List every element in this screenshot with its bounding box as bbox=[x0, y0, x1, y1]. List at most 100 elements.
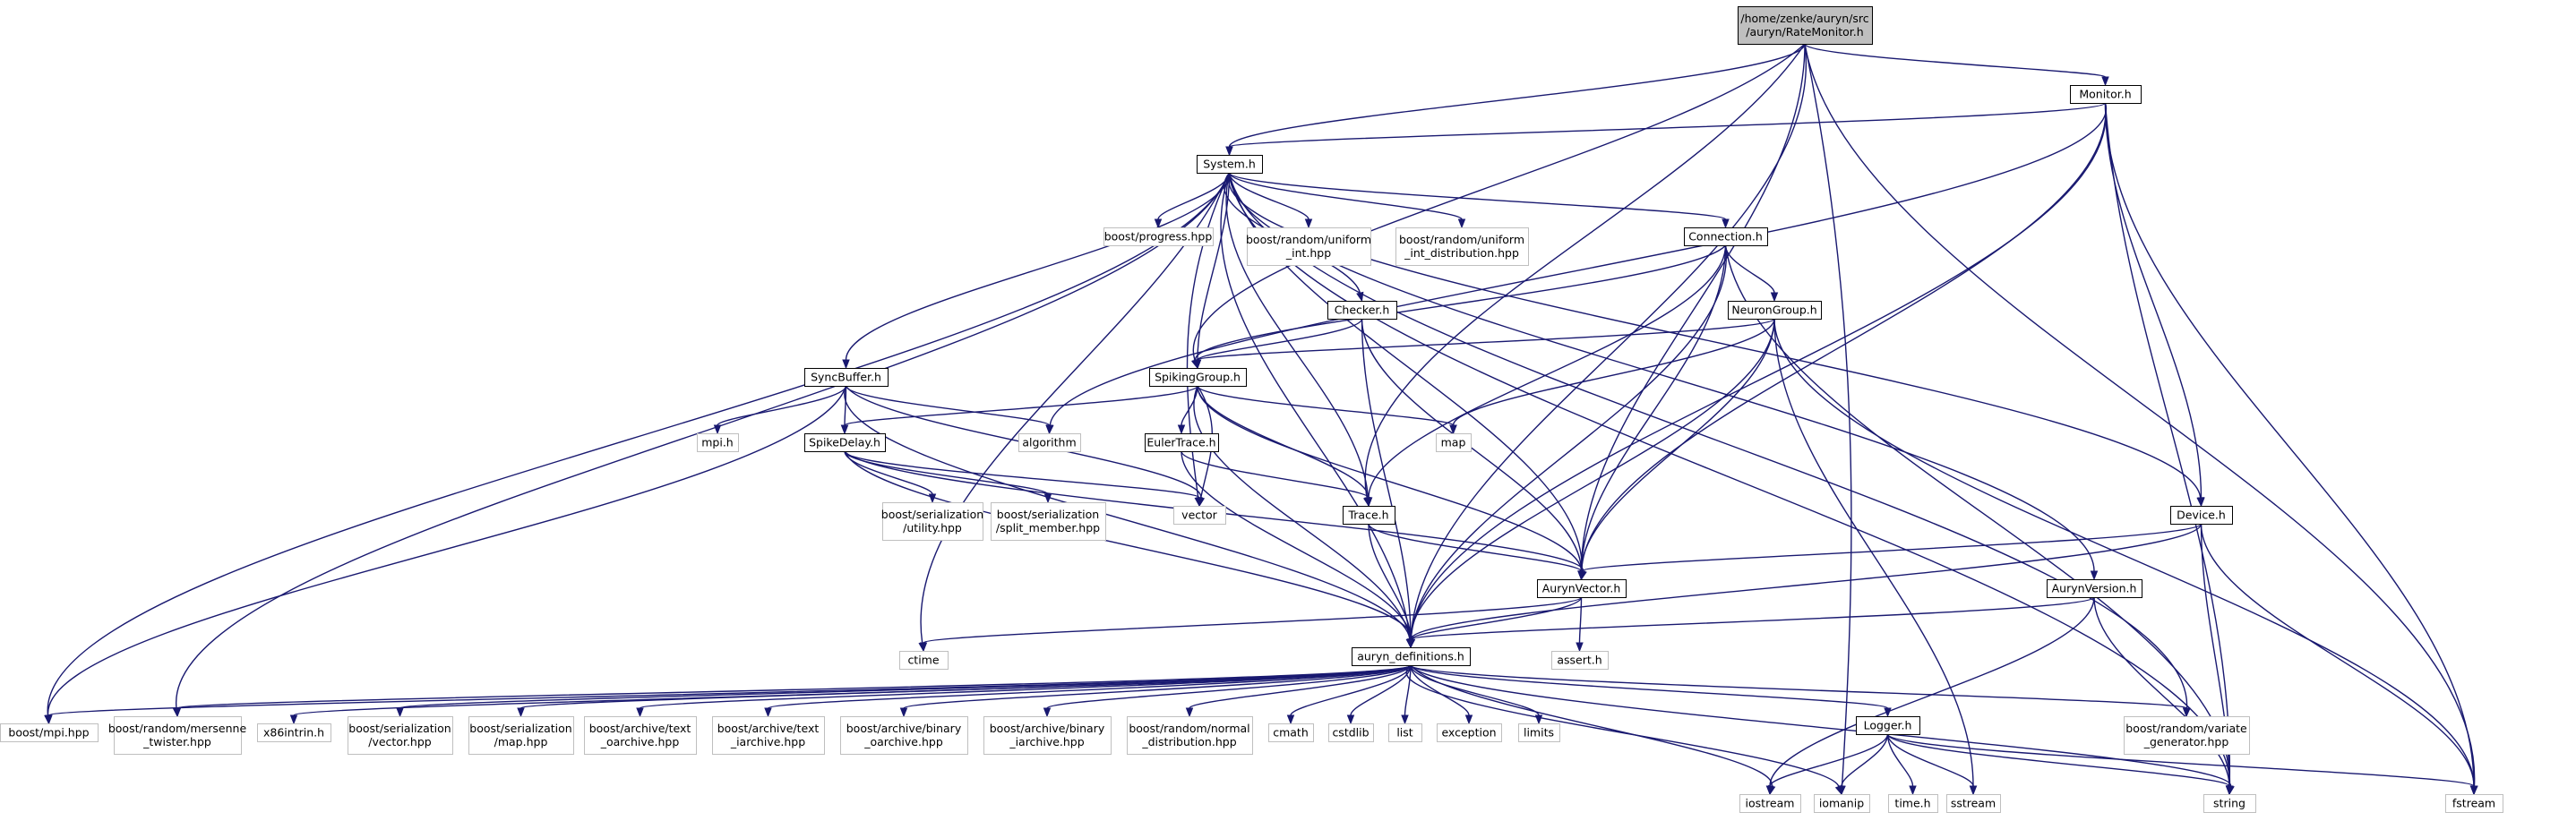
file-nodes: /home/zenke/auryn/src/auryn/RateMonitor.… bbox=[0, 6, 2503, 813]
node-box bbox=[991, 502, 1106, 541]
edge-spikinggroup_h-to-eulertrace_h bbox=[1177, 385, 1198, 435]
node-box bbox=[1437, 723, 1502, 742]
node-label: /vector.hpp bbox=[368, 735, 432, 748]
node-label: fstream bbox=[2452, 797, 2495, 810]
node-checker_h[interactable]: Checker.h bbox=[1327, 301, 1397, 320]
node-box bbox=[2124, 716, 2250, 755]
node-box bbox=[1343, 506, 1395, 525]
node-boost_normal: boost/random/normal_distribution.hpp bbox=[1127, 716, 1253, 755]
node-root[interactable]: /home/zenke/auryn/src/auryn/RateMonitor.… bbox=[1738, 6, 1873, 45]
node-boost_progress: boost/progress.hpp bbox=[1103, 227, 1214, 246]
edge-device_h-to-aurynvector_h bbox=[1577, 523, 2202, 581]
node-label: boost/archive/binary bbox=[990, 722, 1105, 735]
node-label: /split_member.hpp bbox=[996, 521, 1100, 535]
node-monitor_h[interactable]: Monitor.h bbox=[2070, 85, 2142, 104]
node-auryn_definitions_h[interactable]: auryn_definitions.h bbox=[1352, 647, 1471, 666]
node-aurynvector_h[interactable]: AurynVector.h bbox=[1537, 579, 1627, 598]
edge-system_h-to-syncbuffer_h bbox=[842, 172, 1231, 370]
node-label: AurynVersion.h bbox=[2052, 582, 2137, 595]
node-syncbuffer_h[interactable]: SyncBuffer.h bbox=[804, 368, 889, 387]
node-aurynversion_h[interactable]: AurynVersion.h bbox=[2047, 579, 2142, 598]
node-label: Trace.h bbox=[1347, 509, 1388, 522]
edge-syncbuffer_h-to-mpi_h bbox=[713, 385, 847, 435]
edge-monitor_h-to-system_h bbox=[1225, 102, 2107, 157]
node-box bbox=[2203, 794, 2256, 813]
node-label: AurynVector.h bbox=[1542, 582, 1621, 595]
node-system_h[interactable]: System.h bbox=[1197, 155, 1263, 174]
node-box bbox=[1145, 433, 1219, 452]
node-label: boost/random/mersenne bbox=[108, 722, 247, 735]
node-trace_h[interactable]: Trace.h bbox=[1343, 506, 1395, 525]
node-box bbox=[1352, 647, 1471, 666]
node-boost_text_oarchive: boost/archive/text_oarchive.hpp bbox=[584, 716, 697, 755]
node-label: boost/serialization bbox=[469, 722, 571, 735]
node-label: NeuronGroup.h bbox=[1731, 304, 1816, 317]
edge-spikinggroup_h-to-map bbox=[1197, 385, 1457, 435]
node-label: boost/random/variate bbox=[2125, 722, 2247, 735]
node-logger_h[interactable]: Logger.h bbox=[1856, 716, 1920, 735]
node-limits: limits bbox=[1518, 723, 1560, 742]
edge-auryn_definitions_h-to-boost_ser_map bbox=[517, 664, 1412, 718]
node-label: boost/serialization bbox=[348, 722, 451, 735]
node-box bbox=[1888, 794, 1938, 813]
node-box bbox=[2170, 506, 2233, 525]
node-box bbox=[712, 716, 825, 755]
node-box bbox=[1268, 723, 1314, 742]
node-boost_binary_oarchive: boost/archive/binary_oarchive.hpp bbox=[840, 716, 968, 755]
node-box bbox=[899, 651, 949, 670]
edge-auryn_definitions_h-to-boost_normal bbox=[1185, 664, 1412, 718]
node-label: x86intrin.h bbox=[263, 726, 324, 740]
edge-logger_h-to-fstream bbox=[1886, 733, 2478, 796]
node-label: boost/random/uniform bbox=[1246, 233, 1371, 246]
edge-logger_h-to-sstream bbox=[1886, 733, 1978, 796]
node-device_h[interactable]: Device.h bbox=[2170, 506, 2233, 525]
node-label: _iarchive.hpp bbox=[730, 735, 805, 748]
node-box bbox=[0, 723, 99, 742]
node-boost_mpi: boost/mpi.hpp bbox=[0, 723, 99, 742]
node-label: boost/random/uniform bbox=[1399, 233, 1524, 246]
node-boost_binary_iarchive: boost/archive/binary_iarchive.hpp bbox=[983, 716, 1112, 755]
node-label: limits bbox=[1524, 726, 1554, 740]
node-ctime: ctime bbox=[899, 651, 949, 670]
node-label: boost/progress.hpp bbox=[1104, 230, 1213, 244]
node-label: list bbox=[1396, 726, 1413, 740]
node-label: boost/mpi.hpp bbox=[8, 726, 89, 740]
node-label: auryn_definitions.h bbox=[1357, 650, 1464, 663]
node-connection_h[interactable]: Connection.h bbox=[1684, 227, 1768, 246]
node-box bbox=[1127, 716, 1253, 755]
node-label: System.h bbox=[1203, 158, 1256, 171]
node-label: _distribution.hpp bbox=[1141, 735, 1236, 748]
edge-auryn_definitions_h-to-boost_variate bbox=[1410, 664, 2191, 718]
node-time_h: time.h bbox=[1888, 794, 1938, 813]
edge-auryn_definitions_h-to-boost_binary_oarchive bbox=[899, 664, 1412, 718]
node-list: list bbox=[1388, 723, 1422, 742]
node-box bbox=[983, 716, 1112, 755]
node-vector: vector bbox=[1173, 506, 1226, 525]
node-eulertrace_h[interactable]: EulerTrace.h bbox=[1145, 433, 1219, 452]
node-label: _int.hpp bbox=[1285, 246, 1331, 260]
node-label: algorithm bbox=[1022, 436, 1076, 449]
node-box bbox=[348, 716, 453, 755]
node-neurongroup_h[interactable]: NeuronGroup.h bbox=[1728, 301, 1822, 320]
edge-logger_h-to-string bbox=[1886, 733, 2234, 796]
edge-auryn_definitions_h-to-list bbox=[1401, 664, 1412, 725]
node-box bbox=[257, 723, 331, 742]
edge-auryn_definitions_h-to-cmath bbox=[1286, 664, 1412, 725]
node-label: map bbox=[1441, 436, 1466, 449]
node-box bbox=[2070, 85, 2142, 104]
node-label: cmath bbox=[1273, 726, 1309, 740]
node-box bbox=[1436, 433, 1472, 452]
node-spikinggroup_h[interactable]: SpikingGroup.h bbox=[1149, 368, 1247, 387]
node-label: _iarchive.hpp bbox=[1009, 735, 1084, 748]
node-label: boost/archive/text bbox=[717, 722, 820, 735]
node-label: EulerTrace.h bbox=[1146, 436, 1215, 449]
node-box bbox=[584, 716, 697, 755]
node-label: time.h bbox=[1894, 797, 1930, 810]
node-label: iomanip bbox=[1819, 797, 1864, 810]
node-label: mpi.h bbox=[701, 436, 733, 449]
node-box bbox=[2445, 794, 2503, 813]
node-spikedelay_h[interactable]: SpikeDelay.h bbox=[804, 433, 886, 452]
edge-logger_h-to-iostream bbox=[1765, 733, 1889, 796]
node-boost_variate: boost/random/variate_generator.hpp bbox=[2124, 716, 2250, 755]
